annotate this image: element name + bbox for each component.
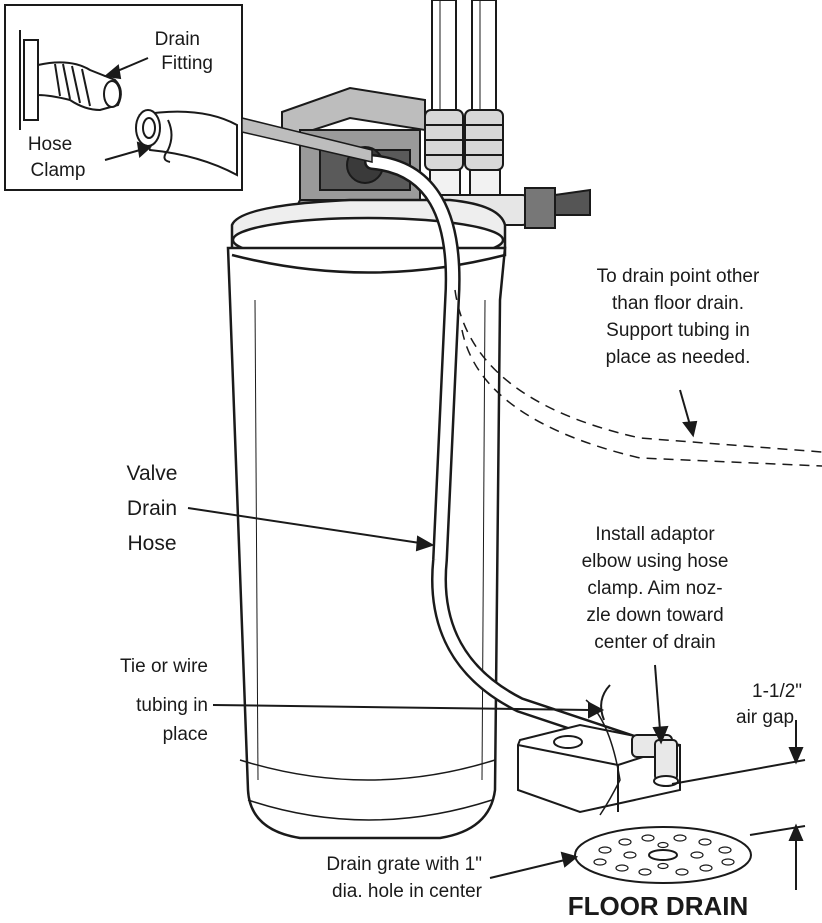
tie-tubing-line-3: place bbox=[163, 724, 208, 745]
alternate-drain-path bbox=[454, 289, 822, 467]
supply-pipes bbox=[424, 0, 504, 211]
alt-drain-line-4: place as needed. bbox=[606, 347, 751, 368]
valve-drain-hose-line-3: Hose bbox=[127, 532, 176, 555]
air-gap-dimension bbox=[671, 720, 806, 890]
alt-drain-line-1: To drain point other bbox=[597, 266, 760, 287]
softener-tank bbox=[226, 198, 507, 840]
drain-adaptor-elbow bbox=[517, 684, 681, 816]
drain-grate-line-2: dia. hole in center bbox=[332, 881, 483, 902]
drain-grate-line-1: Drain grate with 1" bbox=[326, 854, 482, 875]
inset-label-hose-clamp-1: Hose bbox=[28, 134, 72, 155]
tie-tubing-line-2: tubing in bbox=[136, 695, 208, 716]
adaptor-line-3: clamp. Aim noz- bbox=[587, 578, 722, 599]
adaptor-line-5: center of drain bbox=[594, 632, 715, 653]
inset-label-drain-fitting-2: Fitting bbox=[161, 53, 213, 74]
callout-air-gap: 1-1/2" air gap bbox=[736, 681, 802, 728]
inset-detail: Drain Fitting Hose Clamp bbox=[4, 4, 373, 191]
floor-drain-grate bbox=[574, 826, 752, 884]
callout-drain-grate: Drain grate with 1" dia. hole in center bbox=[326, 854, 482, 902]
adaptor-line-2: elbow using hose bbox=[582, 551, 729, 572]
inset-label-hose-clamp-2: Clamp bbox=[31, 160, 86, 181]
callout-tie-tubing: Tie or wire tubing in place bbox=[120, 656, 208, 745]
inset-label-drain-fitting-1: Drain bbox=[155, 29, 200, 50]
callout-arrows bbox=[187, 389, 698, 879]
adaptor-line-4: zle down toward bbox=[586, 605, 723, 626]
alt-drain-line-3: Support tubing in bbox=[606, 320, 750, 341]
callout-valve-drain-hose: Valve Drain Hose bbox=[127, 462, 178, 555]
callout-adaptor: Install adaptor elbow using hose clamp. … bbox=[582, 524, 729, 653]
adaptor-line-1: Install adaptor bbox=[595, 524, 715, 545]
air-gap-line-2: air gap bbox=[736, 707, 794, 728]
valve-drain-hose-line-2: Drain bbox=[127, 497, 177, 520]
tie-tubing-line-1: Tie or wire bbox=[120, 656, 208, 677]
callout-alt-drain: To drain point other than floor drain. S… bbox=[597, 266, 760, 368]
valve-drain-hose bbox=[364, 154, 648, 753]
valve-drain-hose-line-1: Valve bbox=[127, 462, 178, 485]
air-gap-line-1: 1-1/2" bbox=[752, 681, 802, 702]
alt-drain-line-2: than floor drain. bbox=[612, 293, 744, 314]
floor-drain-title: FLOOR DRAIN bbox=[568, 891, 749, 921]
